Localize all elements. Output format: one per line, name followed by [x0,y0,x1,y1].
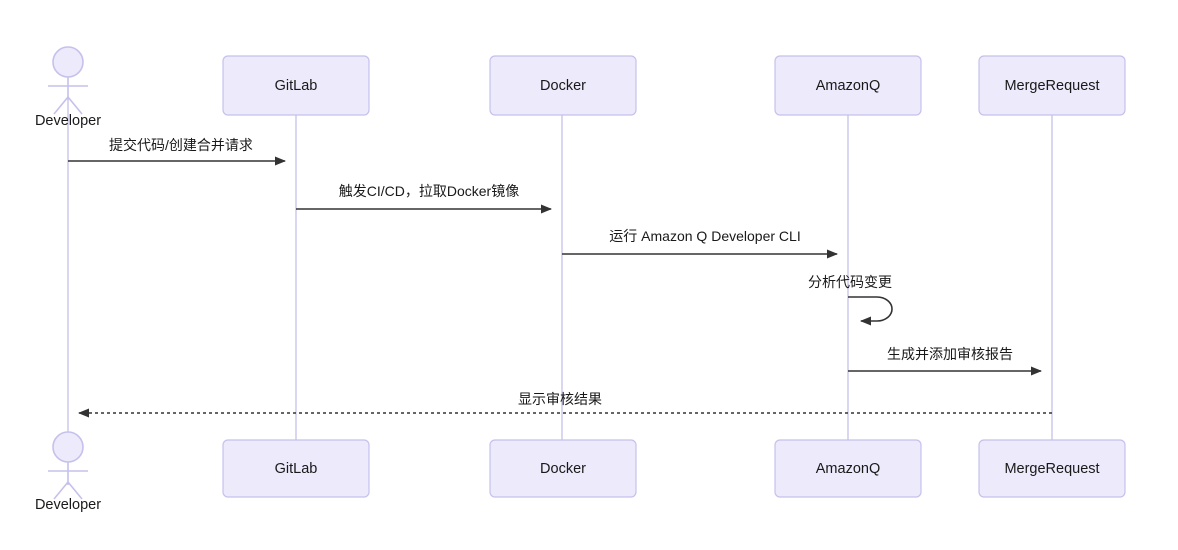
participant-docker-bottom[interactable]: Docker [489,439,637,498]
participant-box-mergerequest-top[interactable] [978,55,1126,116]
participant-label-amazonq-bottom: AmazonQ [816,461,880,477]
participant-label-mergerequest-bottom: MergeRequest [1004,461,1099,477]
message-label-6: 显示审核结果 [518,391,602,407]
participant-box-mergerequest-bottom[interactable] [978,439,1126,498]
participant-gitlab-bottom[interactable]: GitLab [222,439,370,498]
actor-right-leg-line-bottom [67,481,83,500]
actor-head-icon [52,46,84,78]
actor-left-leg-line [53,96,69,115]
participant-amazonq-top[interactable]: AmazonQ [774,55,922,116]
participant-box-gitlab-top[interactable] [222,55,370,116]
participant-label-mergerequest-top: MergeRequest [1004,78,1099,94]
message-4-analyze-code-changes-self-loop[interactable]: 分析代码变更 [808,274,893,326]
message-arrow-4-self-loop [848,296,893,326]
actor-head-icon-bottom [52,431,84,463]
actor-left-leg-line-bottom [53,481,69,500]
message-label-4: 分析代码变更 [808,274,892,290]
participant-label-developer-top: Developer [35,113,101,129]
message-label-2: 触发CI/CD，拉取Docker镜像 [339,183,519,199]
participant-mergerequest-bottom[interactable]: MergeRequest [978,439,1126,498]
message-6-show-review-result[interactable]: 显示审核结果 [78,391,1052,418]
participant-developer-top[interactable]: Developer [35,46,101,129]
participant-gitlab-top[interactable]: GitLab [222,55,370,116]
participant-label-developer-bottom: Developer [35,497,101,513]
participant-box-docker-bottom[interactable] [489,439,637,498]
message-label-3: 运行 Amazon Q Developer CLI [609,228,800,244]
participant-developer-bottom[interactable]: Developer [35,431,101,513]
message-2-trigger-cicd[interactable]: 触发CI/CD，拉取Docker镜像 [296,183,552,214]
participant-amazonq-bottom[interactable]: AmazonQ [774,439,922,498]
participant-box-docker-top[interactable] [489,55,637,116]
participant-label-docker-bottom: Docker [540,461,586,477]
actor-right-leg-line [67,96,83,115]
participant-label-docker-top: Docker [540,78,586,94]
participant-label-gitlab-top: GitLab [275,78,318,94]
participant-mergerequest-top[interactable]: MergeRequest [978,55,1126,116]
participant-box-amazonq-top[interactable] [774,55,922,116]
participant-docker-top[interactable]: Docker [489,55,637,116]
message-label-5: 生成并添加审核报告 [887,346,1013,362]
message-3-run-amazon-q-cli[interactable]: 运行 Amazon Q Developer CLI [562,228,838,259]
participant-label-amazonq-top: AmazonQ [816,78,880,94]
message-5-generate-review-report[interactable]: 生成并添加审核报告 [848,346,1042,376]
participant-box-amazonq-bottom[interactable] [774,439,922,498]
lifelines-group [67,100,1053,440]
message-label-1: 提交代码/创建合并请求 [109,137,253,153]
participant-box-gitlab-bottom[interactable] [222,439,370,498]
participant-label-gitlab-bottom: GitLab [275,461,318,477]
message-1-submit-code[interactable]: 提交代码/创建合并请求 [68,137,286,166]
